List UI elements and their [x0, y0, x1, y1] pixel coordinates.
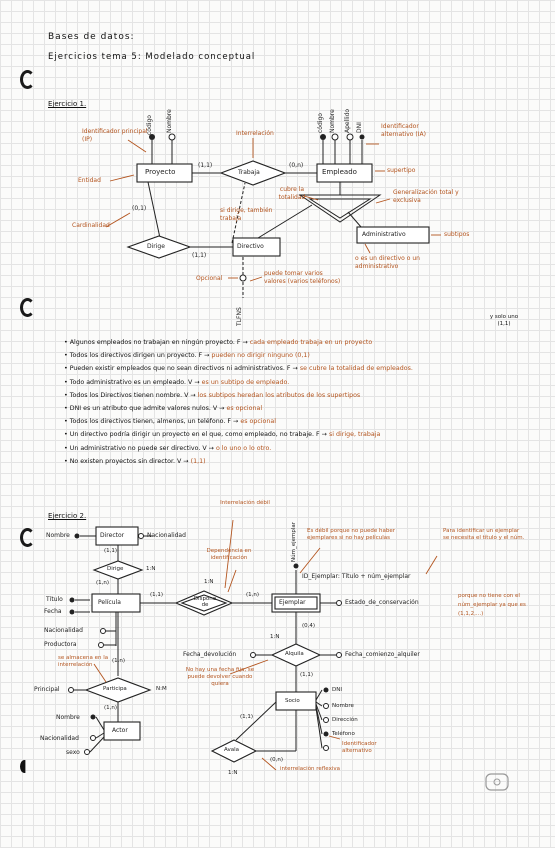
statement-item: • Todo administrativo es un empleado. V …	[64, 378, 290, 386]
statements-list: • Algunos empleados no trabajan en ningú…	[64, 336, 413, 468]
exercise-1-heading: Ejercicio 1.	[48, 100, 87, 108]
statement-item: • Todos los directivos dirigen un proyec…	[64, 352, 310, 360]
relation-avala: Avala	[224, 747, 239, 753]
card-avala-type: 1:N	[228, 770, 238, 776]
entity-director: Director	[100, 532, 125, 539]
binder-ring	[20, 70, 35, 89]
card-c11d: (1,1)	[240, 714, 254, 720]
statement-item: • No existen proyectos sin director. V →…	[64, 457, 206, 465]
binder-ring	[20, 760, 26, 773]
statement-item: • Algunos empleados no trabajan en ningú…	[64, 339, 373, 346]
card-c11c: (1,1)	[300, 672, 314, 678]
binder-ring	[20, 528, 35, 547]
note-para-identificar: Para identificar un ejemplar se necesita…	[443, 528, 525, 541]
note-porque: porque no tiene con el núm_ejemplar ya q…	[458, 593, 526, 617]
relation-trabaja: Trabaja	[238, 169, 260, 176]
entity-ejemplar: Ejemplar	[279, 599, 306, 606]
card-c1n-a: (1,n)	[96, 580, 110, 586]
attr-fecha-comienzo: Fecha_comienzo_alquiler	[345, 651, 420, 658]
card-c11a: (1,1)	[104, 548, 118, 554]
relation-dirige-2: Dirige	[107, 566, 124, 572]
relation-participa: Participa	[103, 686, 127, 692]
attr-nacionalidad-director: Nacionalidad	[147, 532, 186, 539]
attr-nombre-director: Nombre	[46, 532, 70, 539]
note-generalizacion: Generalización total y exclusiva	[393, 189, 459, 204]
id-ejemplar-note: ID_Ejemplar: Título + núm_ejemplar	[302, 573, 411, 580]
entity-actor: Actor	[112, 727, 128, 734]
binder-ring	[20, 298, 35, 317]
note-subtipos: subtipos	[444, 231, 470, 238]
card-dirige-directivo: (1,1)	[192, 252, 207, 259]
entity-administrativo: Administrativo	[362, 231, 406, 238]
statement-item: • Todos los Directivos tienen nombre. V …	[64, 391, 361, 399]
attr-dni-socio: DNI	[332, 687, 342, 693]
card-c1n-d: (1,n)	[104, 705, 118, 711]
note-si-dirige: si dirige, también trabaja	[220, 207, 273, 222]
relation-dispone-de: Dispone de	[193, 596, 217, 608]
note-es-debil: Es débil porque no puede haber ejemplare…	[307, 528, 395, 541]
card-part-type: N:M	[156, 686, 167, 692]
card-c11b: (1,1)	[150, 592, 164, 598]
note-solo-uno: y solo uno (1,1)	[489, 314, 519, 327]
entity-proyecto: Proyecto	[145, 168, 176, 176]
attr-fecha: Fecha	[44, 608, 62, 615]
note-se-almacena: se almacena en la interrelación	[58, 655, 109, 668]
card-c0n: (0,n)	[270, 757, 284, 763]
card-proyecto-trabaja: (1,1)	[198, 162, 213, 169]
note-o-es: o es un directivo o un administrativo	[355, 255, 420, 270]
relation-alquila: Alquila	[285, 651, 304, 657]
entity-socio: Socio	[285, 698, 300, 704]
attr-direccion-socio: Dirección	[332, 717, 358, 723]
note-opcional: Opcional	[196, 275, 223, 282]
card-dirige-type: 1:N	[146, 566, 156, 572]
statement-item: • Todos los directivos tienen, almenos, …	[64, 418, 277, 426]
attr-estado-conservacion: Estado_de_conservación	[345, 599, 419, 606]
attr-fecha-devolucion: Fecha_devolución	[183, 651, 237, 658]
card-c1n-c: (1,n)	[112, 658, 126, 664]
note-interrelacion: Interrelación	[236, 130, 274, 137]
card-alq-type: 1:N	[270, 634, 280, 640]
card-c1n-b: (1,n)	[246, 592, 260, 598]
attr-nombre-socio: Nombre	[332, 703, 354, 709]
exercise-2-heading: Ejercicio 2.	[48, 512, 87, 520]
note-ip: Identificador principal (IP)	[82, 128, 148, 143]
attr-telefono-socio: Teléfono	[332, 731, 355, 737]
card-dispone-type: 1:N	[204, 579, 214, 585]
page-subtitle: Ejercicios tema 5: Modelado conceptual	[48, 52, 256, 62]
card-c04: (0,4)	[302, 623, 316, 629]
statement-item: • Pueden existir empleados que no sean d…	[64, 365, 413, 373]
note-no-hay: No hay una fecha fija, se puede devolver…	[185, 667, 255, 687]
card-trabaja-empleado: (0,n)	[289, 162, 304, 169]
note-dependencia: Dependencia en identificación	[206, 548, 252, 561]
relation-dirige: Dirige	[147, 243, 165, 250]
note-id-alternativo: Identificador alternativo	[342, 741, 377, 754]
statement-item: • DNI es un atributo que admite valores …	[64, 405, 263, 413]
attr-nacionalidad-pelicula: Nacionalidad	[44, 627, 83, 634]
attr-productora: Productora	[44, 641, 77, 648]
note-reflexiva: interrelación reflexiva	[280, 766, 340, 772]
statement-item: • Un administrativo no puede ser directi…	[64, 444, 272, 452]
note-debil: Interrelación débil	[220, 500, 270, 506]
note-supertipo: supertipo	[387, 167, 416, 174]
entity-pelicula: Película	[98, 599, 121, 606]
entity-empleado: Empleado	[322, 168, 357, 176]
entity-directivo: Directivo	[237, 243, 264, 250]
attr-sexo-actor: sexo	[66, 749, 80, 756]
attr-titulo: Título	[46, 596, 63, 603]
attr-nombre-actor: Nombre	[56, 714, 80, 721]
page-title: Bases de datos:	[48, 32, 135, 42]
card-dirige-proyecto: (0,1)	[132, 205, 147, 212]
note-cardinalidad: Cardinalidad	[72, 222, 110, 229]
note-entidad: Entidad	[78, 177, 101, 184]
note-totalidad: cubre la totalidad	[278, 186, 306, 201]
note-varios-valores: puede tomar varios valores (varios teléf…	[264, 270, 341, 285]
note-ia: Identificador alternativo (IA)	[381, 123, 426, 138]
statement-item: • Un directivo podría dirigir un proyect…	[64, 431, 381, 439]
attr-nacionalidad-actor: Nacionalidad	[40, 735, 79, 742]
attr-principal: Principal	[34, 686, 60, 693]
